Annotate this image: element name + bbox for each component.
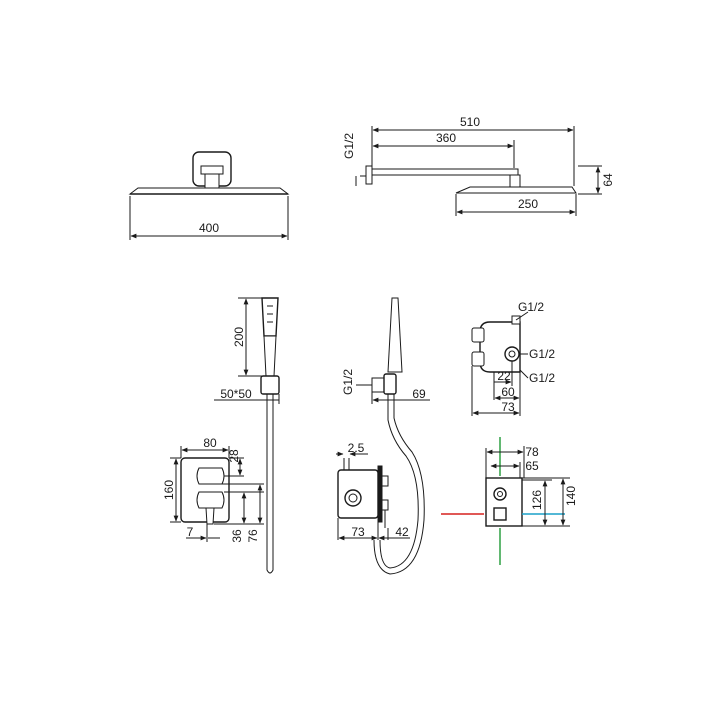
installation-box-view: 78 65 126 140 [441,437,578,565]
side-port [344,489,362,507]
dim-60: 60 [501,385,515,399]
valve-side-view: 2.5 73 42 [336,441,410,541]
dim-400: 400 [199,221,219,235]
dim-160: 160 [162,480,176,500]
box-port [493,487,507,501]
dim-65: 65 [525,459,539,473]
diverter-knob [196,467,225,485]
shower-hose [266,394,274,574]
side-knob-2 [381,499,389,511]
hand-shower-handle [263,335,277,377]
port-top-label: G1/2 [518,300,544,314]
port-mid-label: G1/2 [529,347,555,361]
hose-curve-outer [379,394,419,569]
valve-outlet-inner [508,350,516,358]
box-square [493,507,507,521]
mixer-lever [205,507,215,525]
dim-126: 126 [530,490,544,510]
overhead-shower-front-view: 400 [128,151,290,240]
valve-body-view: G1/2 G1/2 G1/2 22 60 73 [471,300,555,416]
wall-plate [365,165,373,185]
side-knob-1 [381,475,389,487]
dim-42: 42 [395,525,409,539]
shower-head-side [455,186,577,194]
hose-curve-inner [373,394,425,575]
dim-73: 73 [501,400,515,414]
dim-78: 78 [525,445,539,459]
port-low-label: G1/2 [529,371,555,385]
mixer-knob [196,491,225,509]
hand-shower-front-view: 200 50*50 [214,297,280,574]
faceplate-front-view: 80 28 160 7 36 76 [162,436,264,543]
dim-69: 69 [412,387,426,401]
dim-200: 200 [232,327,246,347]
dim-7: 7 [187,525,194,539]
dim-510: 510 [460,115,480,129]
shower-arm [371,168,519,176]
thread-g12-top: G1/2 [342,133,356,159]
leader-low [519,369,529,379]
arm-joint [204,173,220,189]
faceplate [180,457,230,523]
dim-80: 80 [203,436,217,450]
dim-360: 360 [436,131,456,145]
holder-bracket [260,375,280,395]
port-lower [471,351,485,367]
shower-head-top [128,187,290,195]
dim-250: 250 [518,197,538,211]
valve-outlet [504,346,520,362]
valve-side-body [337,469,379,519]
dim-22: 22 [497,369,511,383]
bracket-neck [200,165,224,175]
hand-shower-side-body [387,297,403,373]
dim-76: 76 [246,529,260,543]
head-connector [509,174,521,188]
hand-shower-side-view: 69 G1/2 [341,297,430,575]
dim-36: 36 [230,529,244,543]
side-port-inner [348,493,358,503]
dim-50x50: 50*50 [220,387,252,401]
port-upper [471,327,485,343]
side-holder [383,373,397,395]
hand-shower-head [261,297,279,337]
dim-2-5: 2.5 [348,441,365,455]
dim-64: 64 [601,173,615,187]
box-outer [485,477,523,527]
box-port-inner [497,491,503,497]
dim-140: 140 [564,486,578,506]
dim-28: 28 [227,449,241,463]
hose-outlet [371,377,385,393]
side-plate [377,465,383,523]
dim-73-side: 73 [351,525,365,539]
leader-top [515,311,529,321]
thread-g12-hand: G1/2 [341,369,355,395]
overhead-shower-side-view: 510 360 250 64 G1/2 [342,115,615,216]
